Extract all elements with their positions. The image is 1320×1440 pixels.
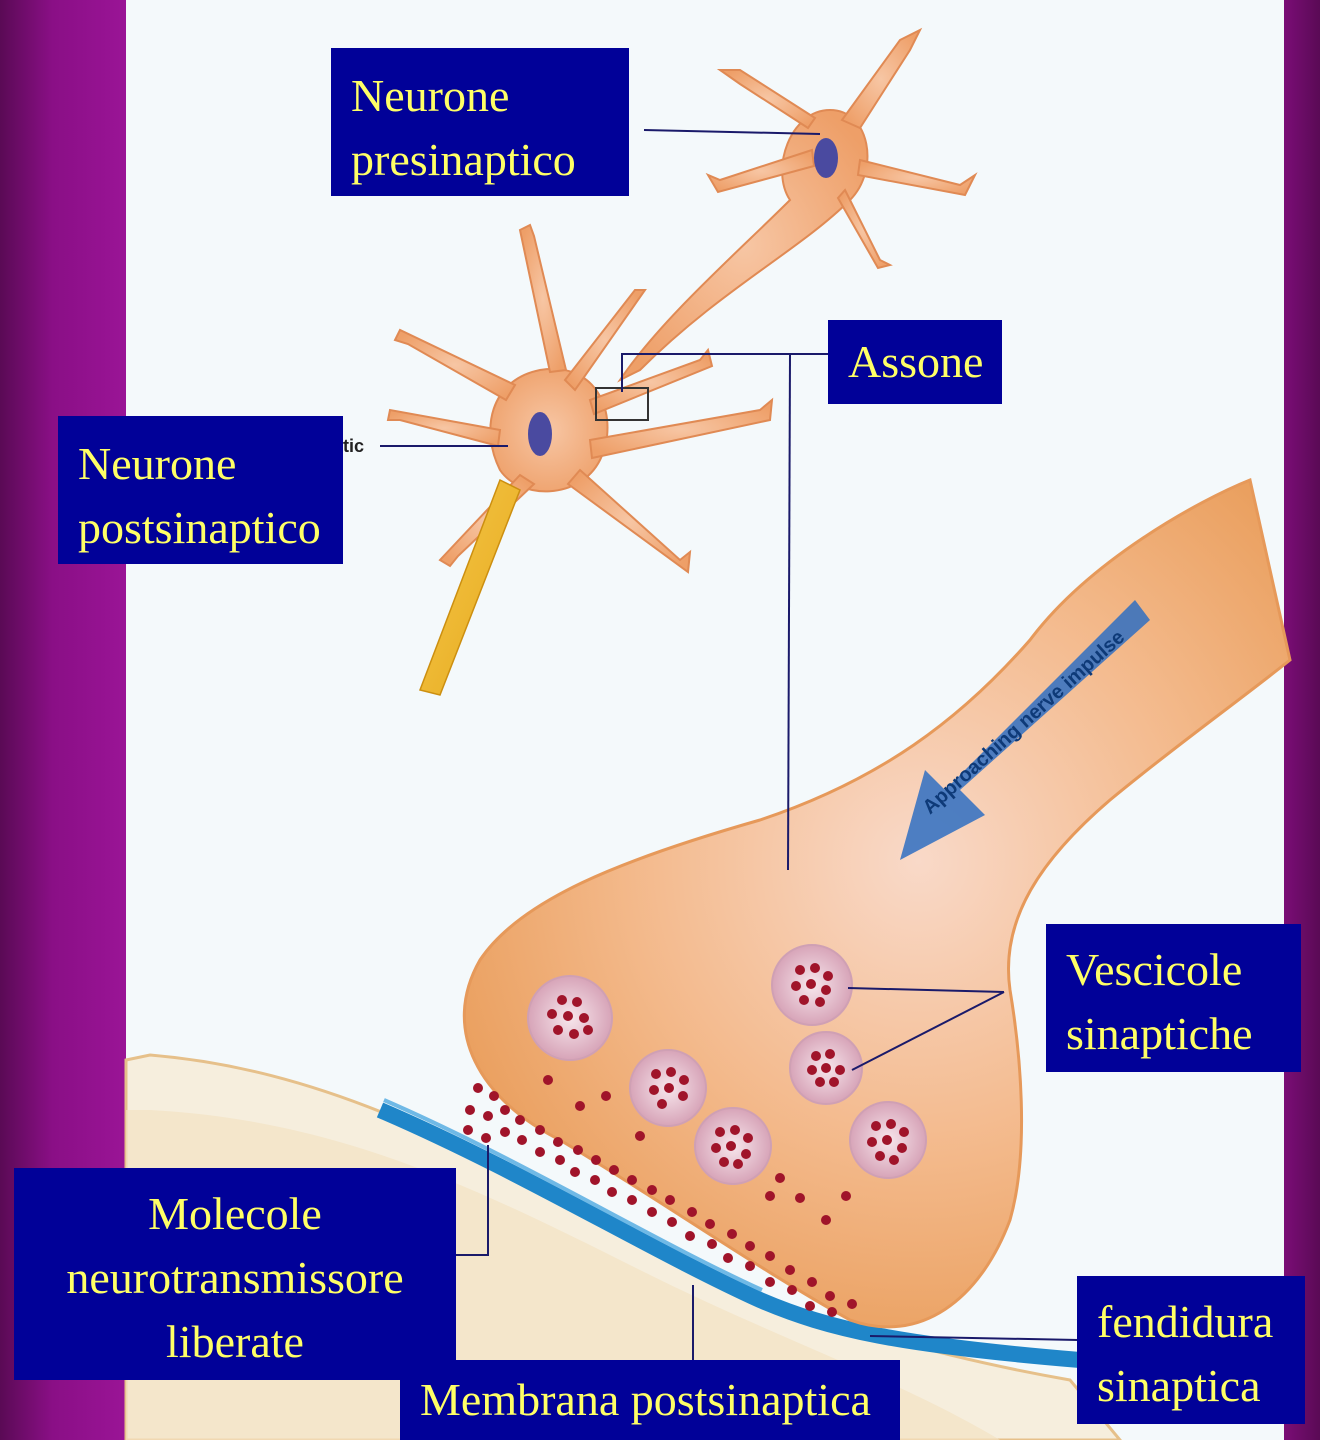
- label-line: presinaptico: [351, 128, 629, 192]
- label-molecole-neurotrasmissore: Molecole neurotransmissore liberate: [14, 1168, 456, 1380]
- label-fendidura-sinaptica: fendidura sinaptica: [1077, 1276, 1305, 1424]
- label-line: Assone: [848, 330, 1002, 394]
- label-line: sinaptica: [1097, 1354, 1305, 1418]
- label-line: fendidura: [1097, 1290, 1305, 1354]
- partial-figure-label: tic: [343, 436, 364, 456]
- label-assone: Assone: [828, 320, 1002, 404]
- label-neurone-presinaptico: Neurone presinaptico: [331, 48, 629, 196]
- label-line: Membrana postsinaptica: [420, 1368, 900, 1432]
- label-line: Vescicole: [1066, 938, 1301, 1002]
- label-line: Neurone: [78, 432, 343, 496]
- label-neurone-postsinaptico: Neurone postsinaptico: [58, 416, 343, 564]
- label-line: postsinaptico: [78, 496, 343, 560]
- label-line: Neurone: [351, 64, 629, 128]
- label-line: Molecole: [14, 1182, 456, 1246]
- label-membrana-postsinaptica: Membrana postsinaptica: [400, 1360, 900, 1440]
- label-line: neurotransmissore: [14, 1246, 456, 1310]
- label-line: liberate: [14, 1310, 456, 1374]
- label-vescicole-sinaptiche: Vescicole sinaptiche: [1046, 924, 1301, 1072]
- label-line: sinaptiche: [1066, 1002, 1301, 1066]
